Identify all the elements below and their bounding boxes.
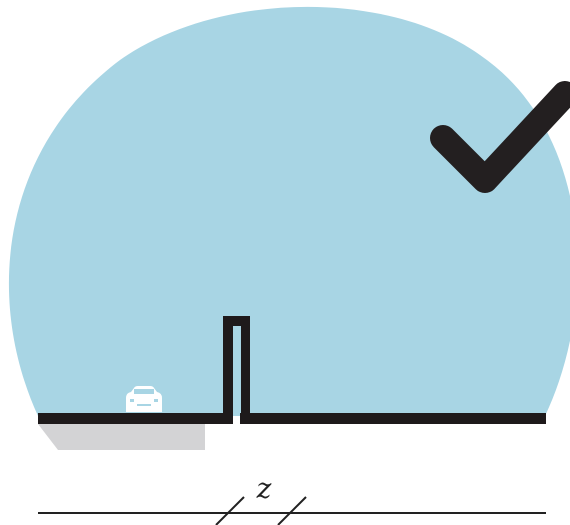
dimension-break-right [277, 496, 307, 525]
road-shadow [38, 424, 205, 450]
dimension-break-left [215, 496, 245, 525]
dimension-label: z [256, 472, 272, 505]
sky-dome [9, 6, 570, 416]
car-icon [126, 386, 162, 412]
ground-left [38, 413, 233, 424]
ground-right [240, 413, 546, 424]
checkmark-icon [430, 81, 570, 193]
barrier-slot [223, 316, 250, 424]
